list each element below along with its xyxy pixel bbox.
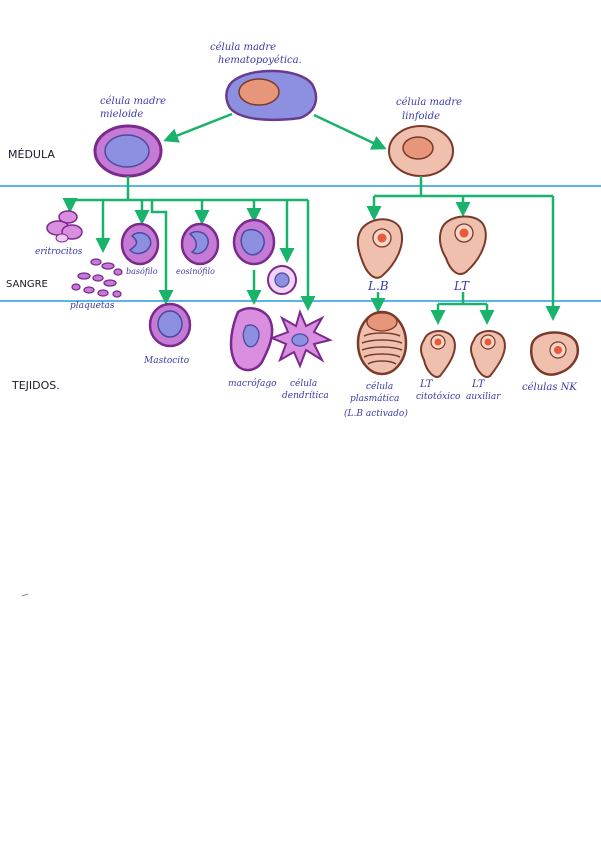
label-lt-citotoxico-2: citotóxico	[416, 391, 461, 402]
label-plasmatica-1: célula	[366, 381, 393, 392]
label-dendritica-2: dendrítica	[282, 390, 329, 401]
nk-cell	[529, 331, 579, 376]
platelets	[71, 258, 123, 298]
monocyte-cell	[232, 218, 276, 266]
label-lb: L.B	[367, 279, 389, 293]
label-plasmatica-3: (L.B activado)	[344, 408, 408, 419]
label-lt: LT	[453, 279, 470, 293]
myeloid-progenitor-cell	[93, 124, 163, 178]
basophil-cell	[120, 222, 160, 266]
lymphoid-branches	[366, 176, 561, 325]
arrow-to-lymphoid	[313, 113, 387, 150]
cytotoxic-t-cell	[420, 330, 456, 378]
arrow-to-myeloid	[163, 112, 233, 143]
stray-mark	[21, 593, 29, 597]
stem-cell-label-1: célula madre	[210, 42, 276, 53]
b-lymphocyte-cell	[356, 218, 403, 279]
hematopoietic-stem-cell	[225, 69, 318, 122]
lymphoid-progenitor-cell	[388, 125, 454, 177]
erythrocytes	[46, 210, 83, 243]
myeloid-branches	[62, 176, 316, 311]
label-lt-auxiliar-1: LT	[471, 379, 486, 390]
label-macrofago: macrófago	[228, 378, 277, 389]
plasma-cell	[356, 310, 408, 376]
macrophage-cell	[229, 307, 274, 372]
myeloid-label-1: célula madre	[100, 96, 166, 107]
label-basofilo: basófilo	[126, 267, 158, 276]
eosinophil-cell	[180, 222, 220, 266]
region-sangre: SANGRE	[6, 279, 48, 290]
mast-cell	[148, 302, 192, 348]
myeloid-label-2: mieloide	[100, 109, 143, 120]
region-medula: MÉDULA	[8, 148, 55, 161]
t-lymphocyte-cell	[438, 215, 487, 276]
helper-t-cell	[470, 330, 506, 378]
region-tejidos: TEJIDOS.	[11, 379, 60, 392]
label-lt-citotoxico-1: LT	[419, 379, 434, 390]
label-eritrocitos: eritrocitos	[35, 247, 83, 257]
label-plasmatica-2: plasmática	[350, 393, 399, 404]
label-plaquetas: plaquetas	[70, 301, 115, 311]
dendritic-cell	[269, 309, 333, 369]
stem-cell-label-2: hematopoyética.	[218, 55, 302, 66]
dendritic-precursor-cell	[267, 265, 297, 295]
label-celulas-nk: células NK	[522, 382, 577, 393]
label-lt-auxiliar-2: auxiliar	[466, 392, 501, 402]
label-eosinofilo: eosinófilo	[176, 267, 215, 276]
label-dendritica-1: célula	[290, 378, 317, 389]
label-mastocito: Mastocito	[143, 356, 190, 366]
lymphoid-label-2: linfoide	[402, 111, 440, 122]
lymphoid-label-1: célula madre	[396, 97, 462, 108]
